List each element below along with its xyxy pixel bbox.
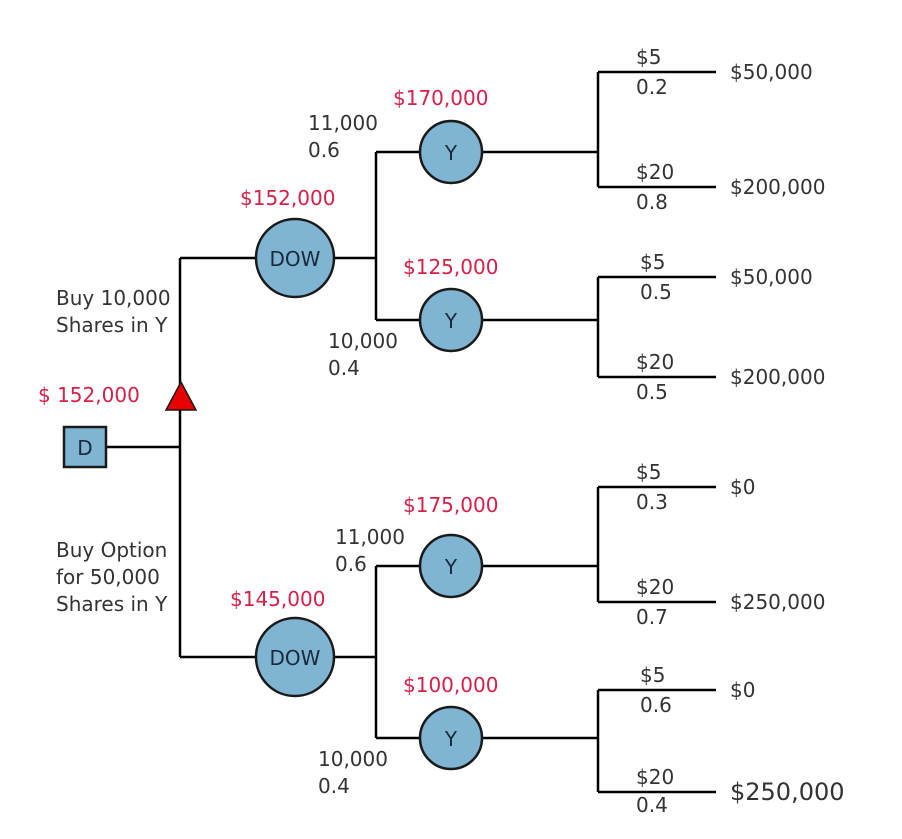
- dow-1-chance-node: [254, 217, 336, 299]
- y-1-value: $170,000: [393, 86, 488, 110]
- y-1-label: Y: [444, 141, 458, 165]
- y-4-outcome-1-prob: 0.6: [640, 693, 672, 717]
- decision-1-label-line-2: Shares in Y: [56, 313, 168, 337]
- y-4-outcome-2-payoff: $250,000: [730, 778, 845, 806]
- dow-1-label: DOW: [270, 247, 321, 271]
- y-1-outcome-1-payoff: $50,000: [730, 60, 813, 84]
- y-3-outcome-1-payoff: $0: [730, 475, 755, 499]
- y-3-value: $175,000: [403, 493, 498, 517]
- dow-1-branch-2-price: 10,000: [328, 329, 398, 353]
- y-1-outcome-1-prob: 0.2: [636, 75, 668, 99]
- decision-2-label: Buy Option for 50,000 Shares in Y: [56, 538, 174, 616]
- y-4-outcome-2-price: $20: [636, 765, 674, 789]
- y-3-outcome-2-price: $20: [636, 575, 674, 599]
- y-3-outcome-1-price: $5: [636, 460, 661, 484]
- dow-2-branch-1-price: 11,000: [335, 525, 405, 549]
- root-value: $ 152,000: [38, 383, 140, 407]
- decision-2-label-line-3: Shares in Y: [56, 592, 168, 616]
- dow-2-value: $145,000: [230, 587, 325, 611]
- decision-2-label-line-2: for 50,000: [56, 565, 160, 589]
- decision-1-label-line-1: Buy 10,000: [56, 286, 171, 310]
- dow-2-branch-2-price: 10,000: [318, 747, 388, 771]
- y-4-value: $100,000: [403, 673, 498, 697]
- decision-1-label: Buy 10,000 Shares in Y: [56, 286, 177, 337]
- y-4-outcome-2-prob: 0.4: [636, 793, 668, 817]
- y-2-outcome-1-price: $5: [640, 250, 665, 274]
- y-2-label: Y: [444, 309, 458, 333]
- dow-1-branch-1-prob: 0.6: [308, 138, 340, 162]
- y-1-outcome-1-price: $5: [636, 45, 661, 69]
- dow-1-branch-1-price: 11,000: [308, 111, 378, 135]
- y-2-outcome-1-prob: 0.5: [640, 280, 672, 304]
- tree-lines: [106, 70, 716, 794]
- dow-2-branch-1-prob: 0.6: [335, 552, 367, 576]
- y-1-outcome-2-payoff: $200,000: [730, 175, 825, 199]
- dow-2-chance-node: [254, 616, 336, 698]
- y-2-outcome-2-payoff: $200,000: [730, 365, 825, 389]
- y-1-chance-node: [418, 119, 484, 185]
- y-3-label: Y: [444, 555, 458, 579]
- y-2-chance-node: [418, 287, 484, 353]
- y-4-chance-node: [418, 705, 484, 771]
- y-2-outcome-1-payoff: $50,000: [730, 265, 813, 289]
- y-4-outcome-1-price: $5: [640, 663, 665, 687]
- dow-1-value: $152,000: [240, 186, 335, 210]
- y-3-outcome-2-prob: 0.7: [636, 605, 668, 629]
- dow-2-label: DOW: [270, 646, 321, 670]
- y-4-label: Y: [444, 727, 458, 751]
- y-4-outcome-1-payoff: $0: [730, 678, 755, 702]
- y-2-outcome-2-price: $20: [636, 350, 674, 374]
- y-3-outcome-2-payoff: $250,000: [730, 590, 825, 614]
- y-1-outcome-2-price: $20: [636, 160, 674, 184]
- y-1-outcome-2-prob: 0.8: [636, 190, 668, 214]
- y-3-chance-node: [418, 533, 484, 599]
- y-2-outcome-2-prob: 0.5: [636, 380, 668, 404]
- root-decision-label: D: [77, 436, 92, 460]
- decision-2-label-line-1: Buy Option: [56, 538, 167, 562]
- dow-1-branch-2-prob: 0.4: [328, 356, 360, 380]
- y-3-outcome-1-prob: 0.3: [636, 490, 668, 514]
- dow-2-branch-2-prob: 0.4: [318, 774, 350, 798]
- y-2-value: $125,000: [403, 255, 498, 279]
- best-choice-marker: [164, 380, 198, 411]
- root-decision-node: [62, 425, 108, 469]
